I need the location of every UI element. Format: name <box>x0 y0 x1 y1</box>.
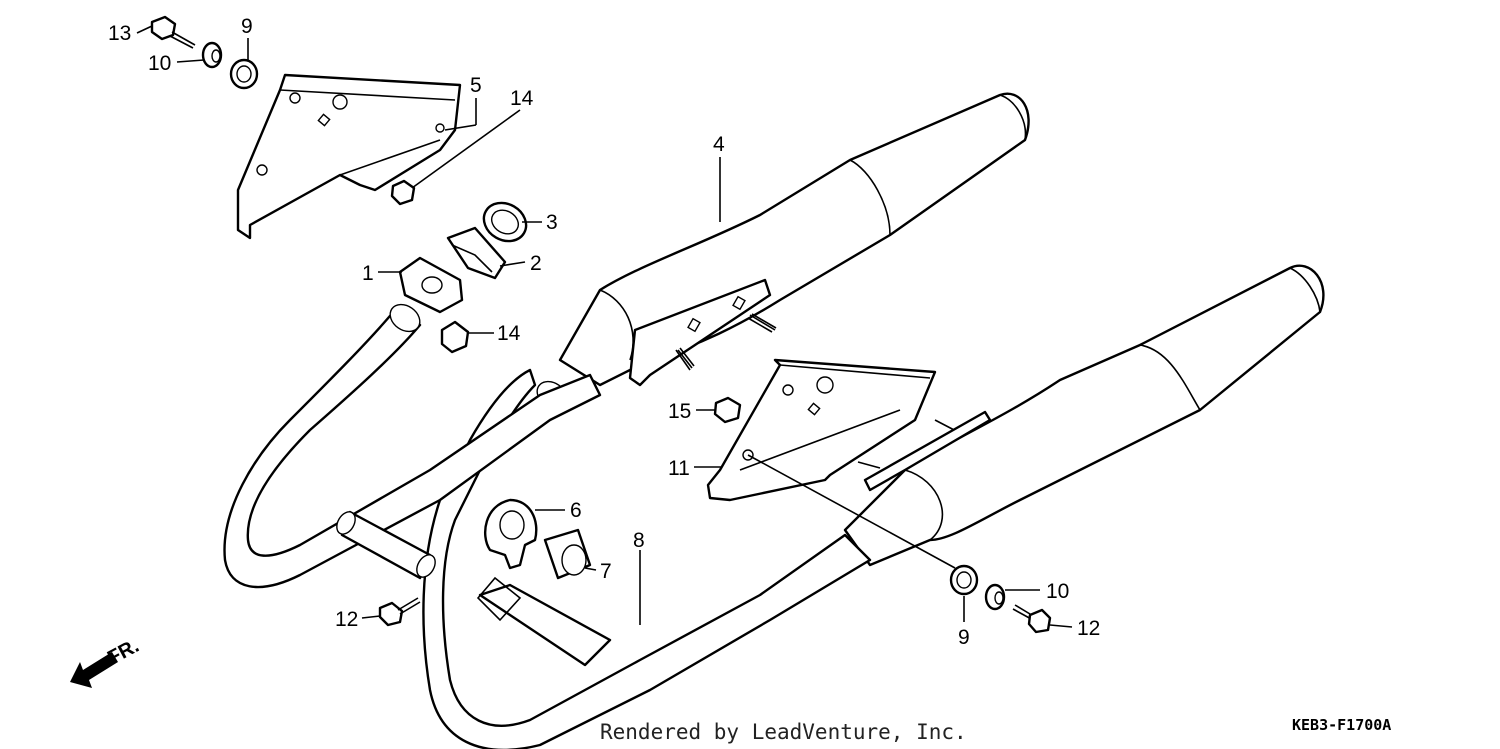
callout-8: 8 <box>633 529 645 552</box>
stud-front-hanger-b <box>675 347 695 371</box>
callout-7: 7 <box>600 560 612 583</box>
callout-1: 1 <box>362 262 374 285</box>
callout-10-upper: 10 <box>148 52 171 75</box>
callout-5: 5 <box>470 74 482 97</box>
callout-10-lower: 10 <box>1046 580 1069 603</box>
nut-part-14-lower <box>713 396 742 424</box>
stud-front-hanger-a <box>747 313 777 333</box>
bolt-part-15 <box>378 597 421 627</box>
nut-part-13 <box>440 320 470 354</box>
connector-pipe <box>476 576 612 667</box>
collar-part-7 <box>543 528 592 580</box>
muffler-hanger-front <box>628 278 776 387</box>
grommet-part-9-upper <box>229 58 259 90</box>
callouts: 13 10 9 5 14 4 3 2 1 14 15 11 6 8 7 10 1… <box>108 15 1100 649</box>
callout-9-upper: 9 <box>241 15 253 38</box>
callout-12-lower: 12 <box>1077 617 1100 640</box>
cross-pipe <box>336 510 436 580</box>
callout-3: 3 <box>546 211 558 234</box>
exhaust-flange-part-1 <box>398 256 464 314</box>
callout-4: 4 <box>713 133 725 156</box>
diagram-code: KEB3-F1700A <box>1292 716 1391 734</box>
callout-12-upper: 13 <box>108 22 131 45</box>
callout-11: 11 <box>668 457 690 480</box>
muffler-bracket-upper <box>236 73 462 240</box>
callout-2: 2 <box>530 252 542 275</box>
footer-credit: Rendered by LeadVenture, Inc. <box>600 720 967 744</box>
nut-part-14-upper <box>390 179 416 206</box>
exhaust-pipe-front <box>223 303 602 589</box>
grommet-part-9-lower <box>949 564 979 596</box>
washer-part-10-upper <box>201 41 223 69</box>
muffler-hanger-rear <box>863 410 992 492</box>
bolt-part-12-lower <box>1012 604 1052 634</box>
exhaust-gasket-part-3 <box>482 201 528 243</box>
clamp-part-6 <box>483 498 538 570</box>
exhaust-collar-part-2 <box>446 226 507 280</box>
front-arrow-icon <box>70 652 118 688</box>
front-muffler <box>558 92 1030 387</box>
bolt-part-12-upper <box>150 15 196 49</box>
front-direction-indicator: FR. <box>70 635 143 688</box>
leader-lines <box>136 25 1073 628</box>
callout-9-lower: 9 <box>958 626 970 649</box>
callout-13: 14 <box>497 322 521 345</box>
callout-15: 12 <box>335 608 358 631</box>
callout-14-lower: 15 <box>668 400 691 423</box>
callout-6: 6 <box>570 499 582 522</box>
washer-part-10-lower <box>984 583 1006 611</box>
callout-14-upper: 14 <box>510 87 534 110</box>
